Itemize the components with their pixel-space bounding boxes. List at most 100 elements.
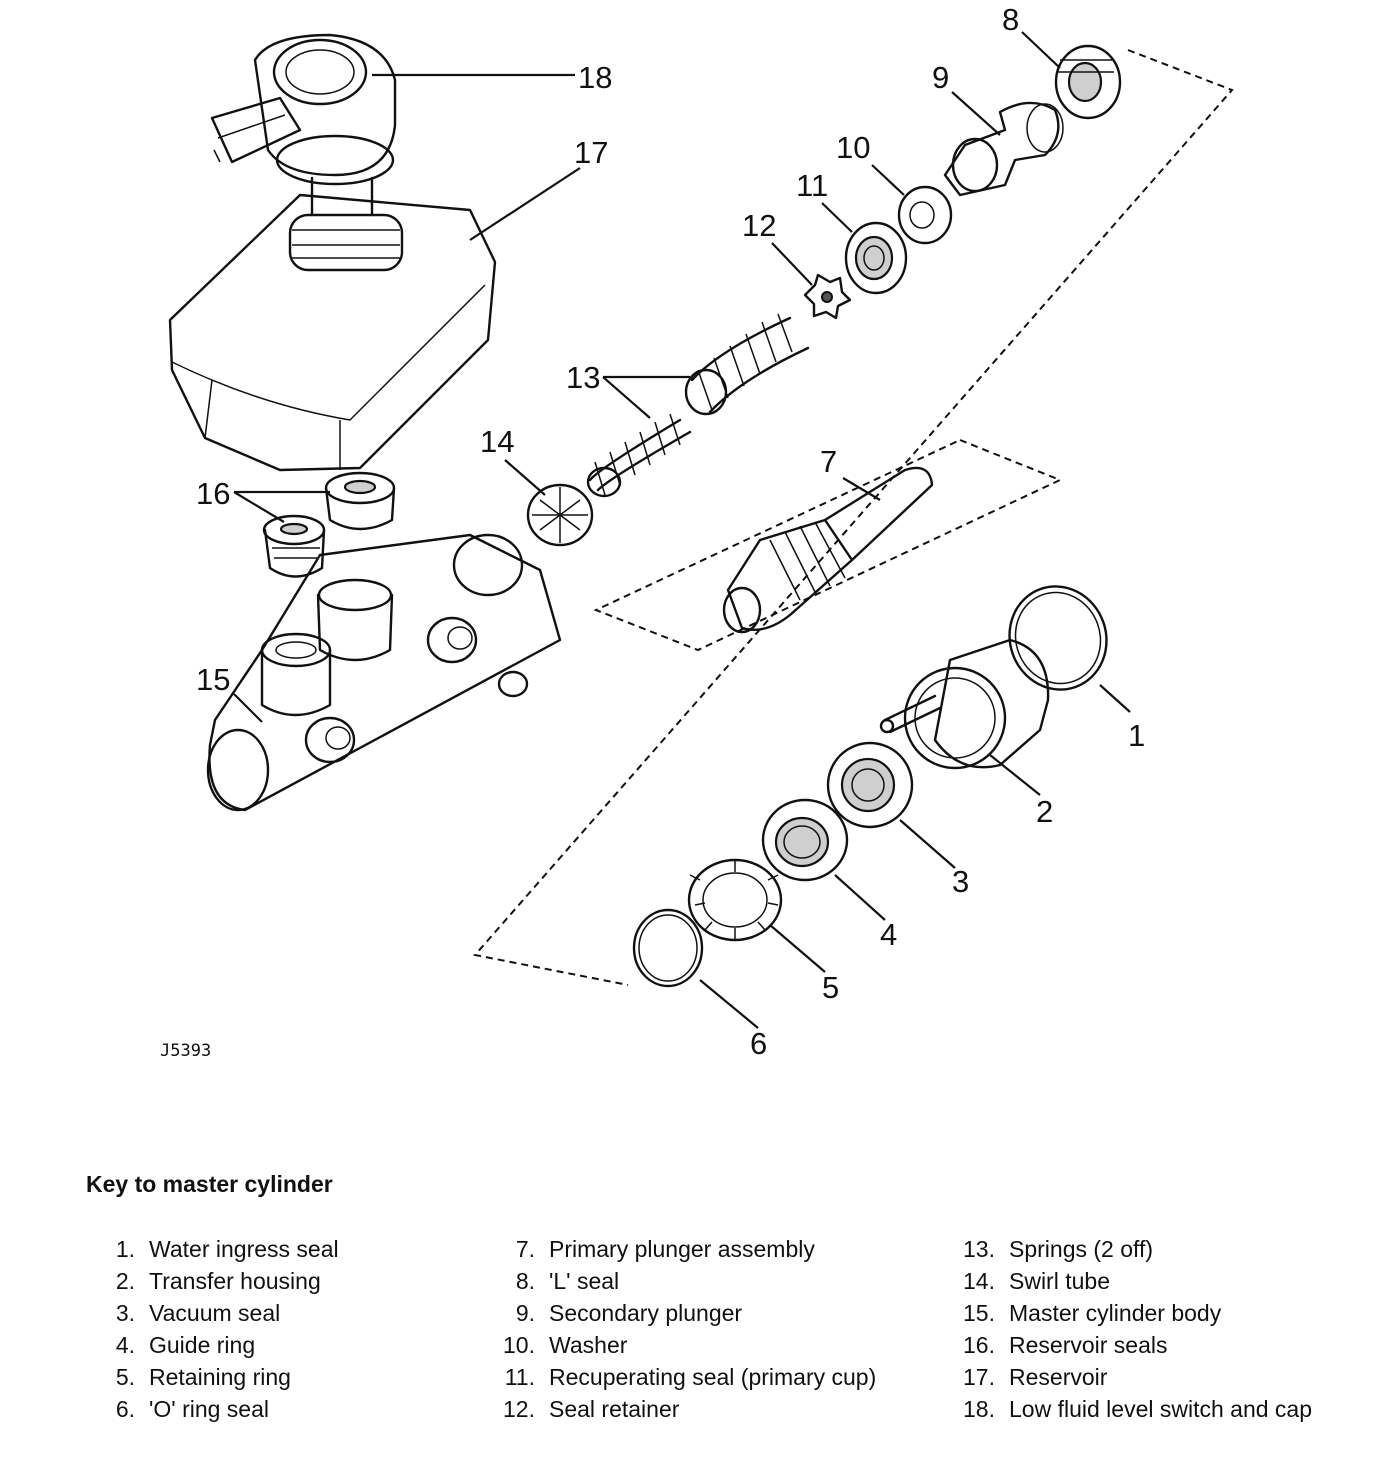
swirl-tube	[526, 483, 594, 547]
key-number: 5.	[115, 1364, 135, 1390]
key-number: 10.	[503, 1332, 535, 1358]
key-label: 'L' seal	[549, 1268, 620, 1294]
key-label: Water ingress seal	[149, 1236, 339, 1262]
reservoir-seals	[262, 471, 396, 578]
figure-reference-code: J5393	[160, 1041, 211, 1061]
callout-9: 9	[932, 60, 949, 95]
callout-2: 2	[1036, 794, 1053, 829]
key-number: 17.	[963, 1364, 995, 1390]
reservoir	[168, 193, 497, 472]
callout-18: 18	[578, 60, 612, 95]
key-item-10: 10. Washer	[480, 1329, 879, 1361]
key-number: 6.	[115, 1396, 135, 1422]
key-column-2: 7. Primary plunger assembly 8. 'L' seal 9.…	[480, 1233, 879, 1425]
key-item-8: 8. 'L' seal	[480, 1265, 879, 1297]
key-number: 15.	[963, 1300, 995, 1326]
callout-10: 10	[836, 130, 870, 165]
callout-numbers: 18 17 16 15 14 13 12 11 10 9 8 7 1 2 3 4…	[196, 2, 1145, 1061]
key-number: 3.	[115, 1300, 135, 1326]
key-label: Guide ring	[149, 1332, 256, 1358]
callout-3: 3	[952, 864, 969, 899]
key-number: 9.	[515, 1300, 535, 1326]
key-label: Transfer housing	[149, 1268, 321, 1294]
key-number: 18.	[963, 1396, 995, 1422]
key-column-3: 13. Springs (2 off) 14. Swirl tube 15. Mast…	[940, 1233, 1369, 1425]
vacuum-seal	[826, 741, 914, 829]
key-title: Key to master cylinder	[86, 1171, 333, 1197]
key-item-5: 5. Retaining ring	[100, 1361, 449, 1393]
key-item-17: 17. Reservoir	[940, 1361, 1369, 1393]
key-number: 16.	[963, 1332, 995, 1358]
callout-1: 1	[1128, 718, 1145, 753]
guide-ring	[761, 798, 849, 882]
callout-17: 17	[574, 135, 608, 170]
key-number: 13.	[963, 1236, 995, 1262]
callout-15: 15	[196, 662, 230, 697]
key-item-11: 11. Recuperating seal (primary cup)	[480, 1361, 879, 1393]
key-label: Primary plunger assembly	[549, 1236, 815, 1262]
master-cylinder-body	[206, 533, 562, 812]
key-item-9: 9. Secondary plunger	[480, 1297, 879, 1329]
key-item-12: 12. Seal retainer	[480, 1393, 879, 1425]
l-seal	[1054, 44, 1122, 120]
callout-13: 13	[566, 360, 600, 395]
level-switch-cap	[210, 33, 397, 217]
water-ingress-seal	[1008, 585, 1108, 691]
callout-7: 7	[820, 444, 837, 479]
key-label: 'O' ring seal	[149, 1396, 269, 1422]
recuperating-seal	[844, 221, 908, 295]
key-item-3: 3. Vacuum seal	[100, 1297, 449, 1329]
key-number: 1.	[115, 1236, 135, 1262]
callout-16: 16	[196, 476, 230, 511]
callout-5: 5	[822, 970, 839, 1005]
washer	[897, 185, 953, 245]
key-number: 7.	[515, 1236, 535, 1262]
key-label: Vacuum seal	[149, 1300, 281, 1326]
key-number: 4.	[115, 1332, 135, 1358]
callout-6: 6	[750, 1026, 767, 1061]
callout-14: 14	[480, 424, 514, 459]
key-label: Low fluid level switch and cap	[1009, 1396, 1312, 1422]
key-label: Springs (2 off)	[1009, 1236, 1154, 1262]
key-item-6: 6. 'O' ring seal	[100, 1393, 449, 1425]
secondary-assembly-envelope	[473, 49, 1234, 986]
key-item-18: 18. Low fluid level switch and cap	[940, 1393, 1369, 1425]
key-label: Swirl tube	[1009, 1268, 1110, 1294]
key-number: 14.	[963, 1268, 995, 1294]
transfer-housing	[879, 638, 1050, 770]
leader-lines	[233, 31, 1131, 1029]
key-number: 12.	[503, 1396, 535, 1422]
key-item-4: 4. Guide ring	[100, 1329, 449, 1361]
key-item-16: 16. Reservoir seals	[940, 1329, 1369, 1361]
exploded-diagram: 18 17 16 15 14 13 12 11 10 9 8 7 1 2 3 4…	[160, 2, 1234, 1061]
key-label: Secondary plunger	[549, 1300, 743, 1326]
key-item-1: 1. Water ingress seal	[100, 1233, 449, 1265]
key-label: Seal retainer	[549, 1396, 680, 1422]
key-label: Retaining ring	[149, 1364, 291, 1390]
key-item-2: 2. Transfer housing	[100, 1265, 449, 1297]
key-number: 8.	[515, 1268, 535, 1294]
callout-12: 12	[742, 208, 776, 243]
key-label: Reservoir seals	[1009, 1332, 1168, 1358]
key-column-1: 1.Water ingress seal 2.Transfer housing …	[100, 1233, 449, 1425]
key-item-15: 15. Master cylinder body	[940, 1297, 1369, 1329]
o-ring-seal	[632, 908, 704, 988]
key-item-7: 7. Primary plunger assembly	[480, 1233, 879, 1265]
key-label: Master cylinder body	[1009, 1300, 1222, 1326]
springs	[586, 313, 810, 498]
seal-retainer	[803, 273, 852, 320]
key-label: Recuperating seal (primary cup)	[549, 1364, 877, 1390]
callout-4: 4	[880, 917, 897, 952]
primary-plunger-envelope	[593, 438, 1063, 652]
primary-plunger-assembly	[722, 466, 934, 634]
key-item-14: 14. Swirl tube	[940, 1265, 1369, 1297]
key-item-13: 13. Springs (2 off)	[940, 1233, 1369, 1265]
callout-11: 11	[796, 168, 828, 203]
retaining-ring	[687, 858, 783, 942]
key-number: 2.	[115, 1268, 135, 1294]
callout-8: 8	[1002, 2, 1019, 37]
key-label: Washer	[549, 1332, 628, 1358]
secondary-plunger	[943, 101, 1064, 197]
key-number: 11.	[504, 1364, 535, 1390]
key-label: Reservoir	[1009, 1364, 1108, 1390]
